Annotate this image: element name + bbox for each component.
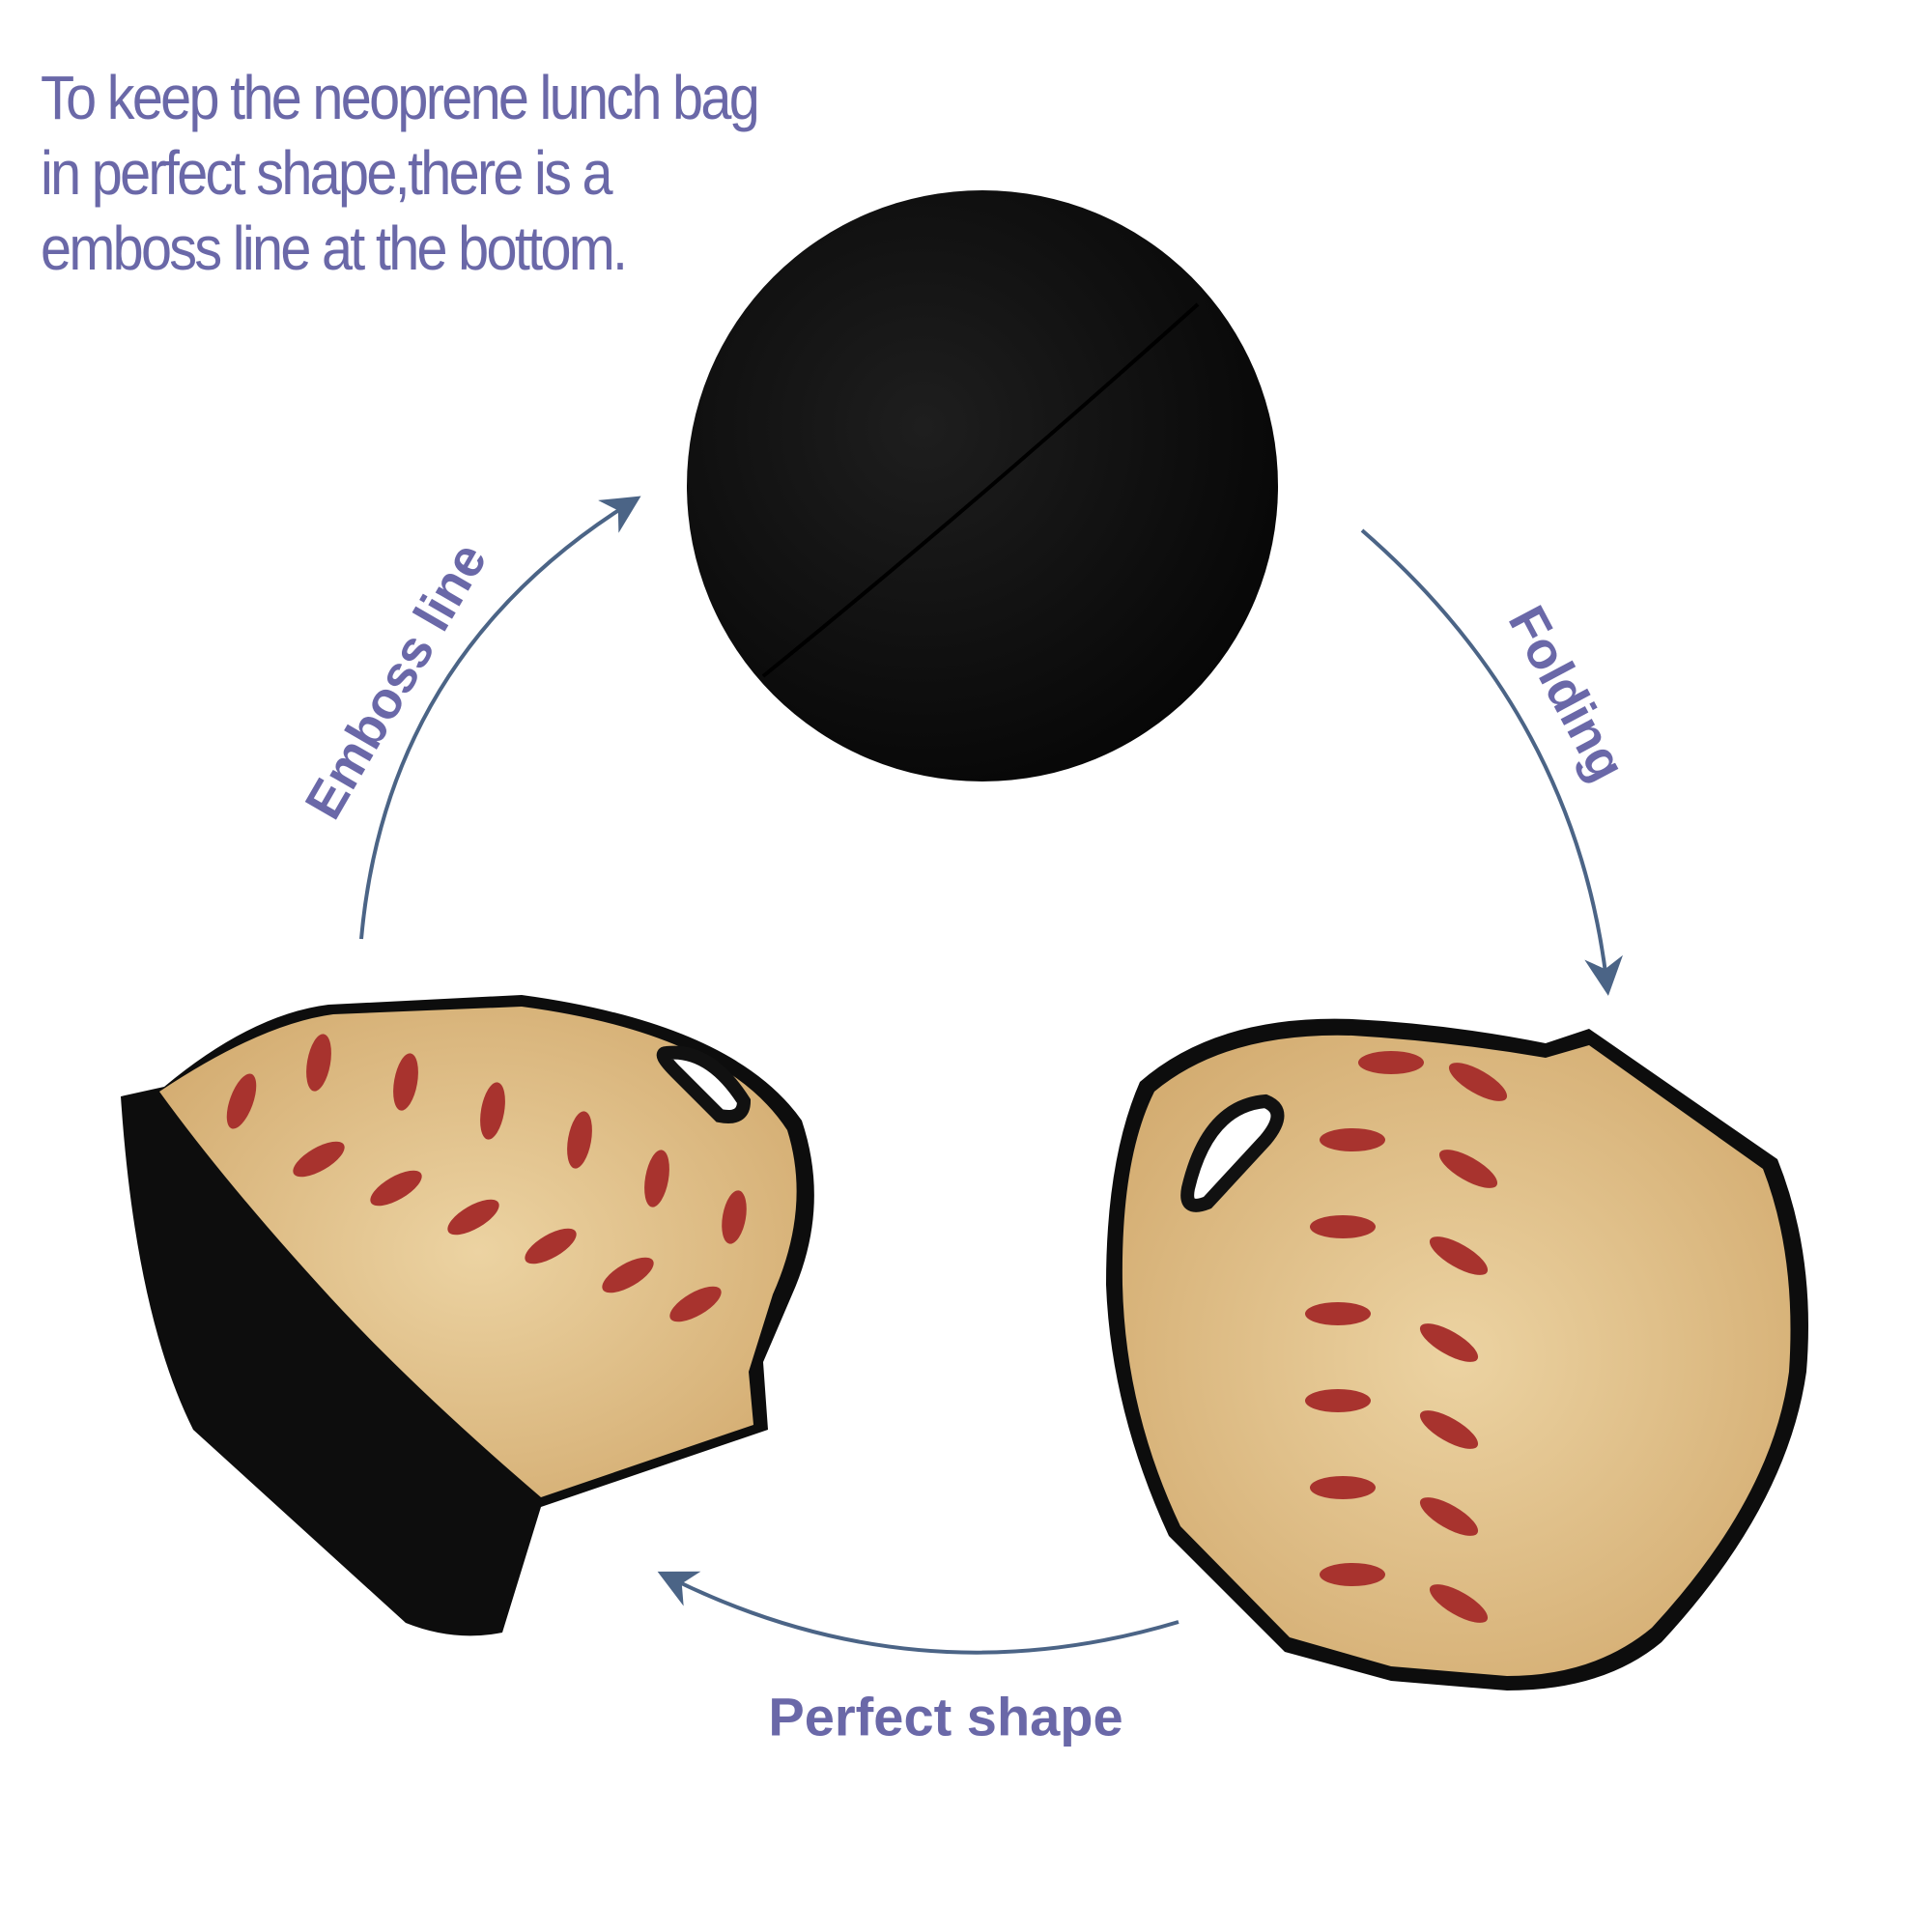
intro-line: in perfect shape,there is a bbox=[41, 138, 613, 208]
intro-line: To keep the neoprene lunch bag bbox=[41, 63, 760, 132]
emboss-line bbox=[761, 302, 1200, 678]
bag-folded-right bbox=[1106, 1018, 1808, 1690]
stitches-right bbox=[1305, 1051, 1508, 1623]
intro-line: emboss line at the bottom. bbox=[41, 213, 628, 283]
intro-text: To keep the neoprene lunch bag in perfec… bbox=[41, 60, 760, 286]
bag-bottom-closeup bbox=[687, 190, 1278, 781]
arrow-folding bbox=[1360, 528, 1623, 996]
bag-standing-left bbox=[121, 995, 814, 1636]
arrow-perfect bbox=[657, 1571, 1179, 1655]
stitches-left bbox=[226, 1034, 747, 1322]
label-perfect-shape: Perfect shape bbox=[768, 1686, 1123, 1747]
arrow-emboss bbox=[359, 496, 641, 940]
